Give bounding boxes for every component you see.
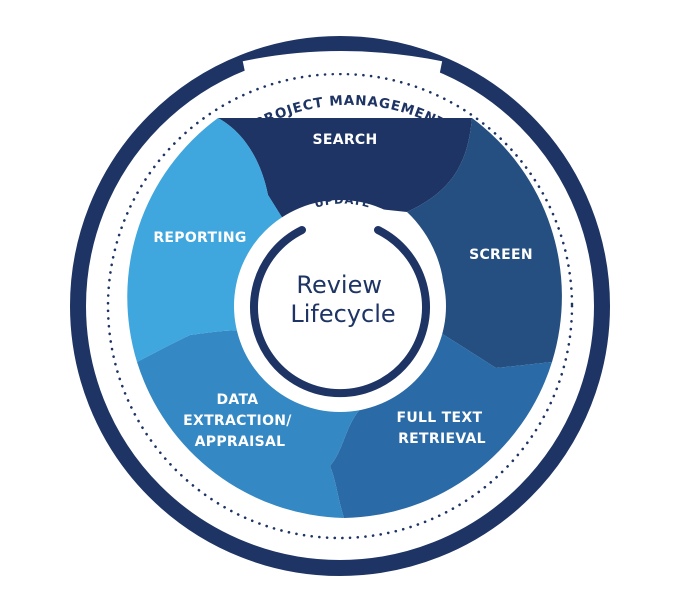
dotted-ring [106, 72, 574, 540]
segment-data-extraction-appraisal[interactable] [137, 330, 370, 518]
label-screen: SCREEN [469, 247, 533, 263]
label-full-text-retrieval: FULL TEXT RETRIEVAL [397, 410, 488, 447]
lifecycle-segments [127, 118, 562, 518]
label-data-extraction-appraisal: DATA EXTRACTION/ APPRAISAL [183, 392, 297, 450]
update-label: UPDATE [313, 192, 373, 210]
segment-reporting[interactable] [127, 118, 283, 362]
center-line-2: Lifecycle [290, 300, 395, 328]
segment-search[interactable] [218, 118, 472, 219]
center-line-1: Review [296, 271, 382, 299]
center-label: Review Lifecycle [290, 271, 395, 328]
update-arc [250, 226, 430, 398]
segment-full-text-retrieval[interactable] [330, 330, 552, 518]
label-search: SEARCH [312, 132, 377, 148]
center-disc [234, 200, 446, 412]
label-reporting: REPORTING [153, 230, 246, 246]
